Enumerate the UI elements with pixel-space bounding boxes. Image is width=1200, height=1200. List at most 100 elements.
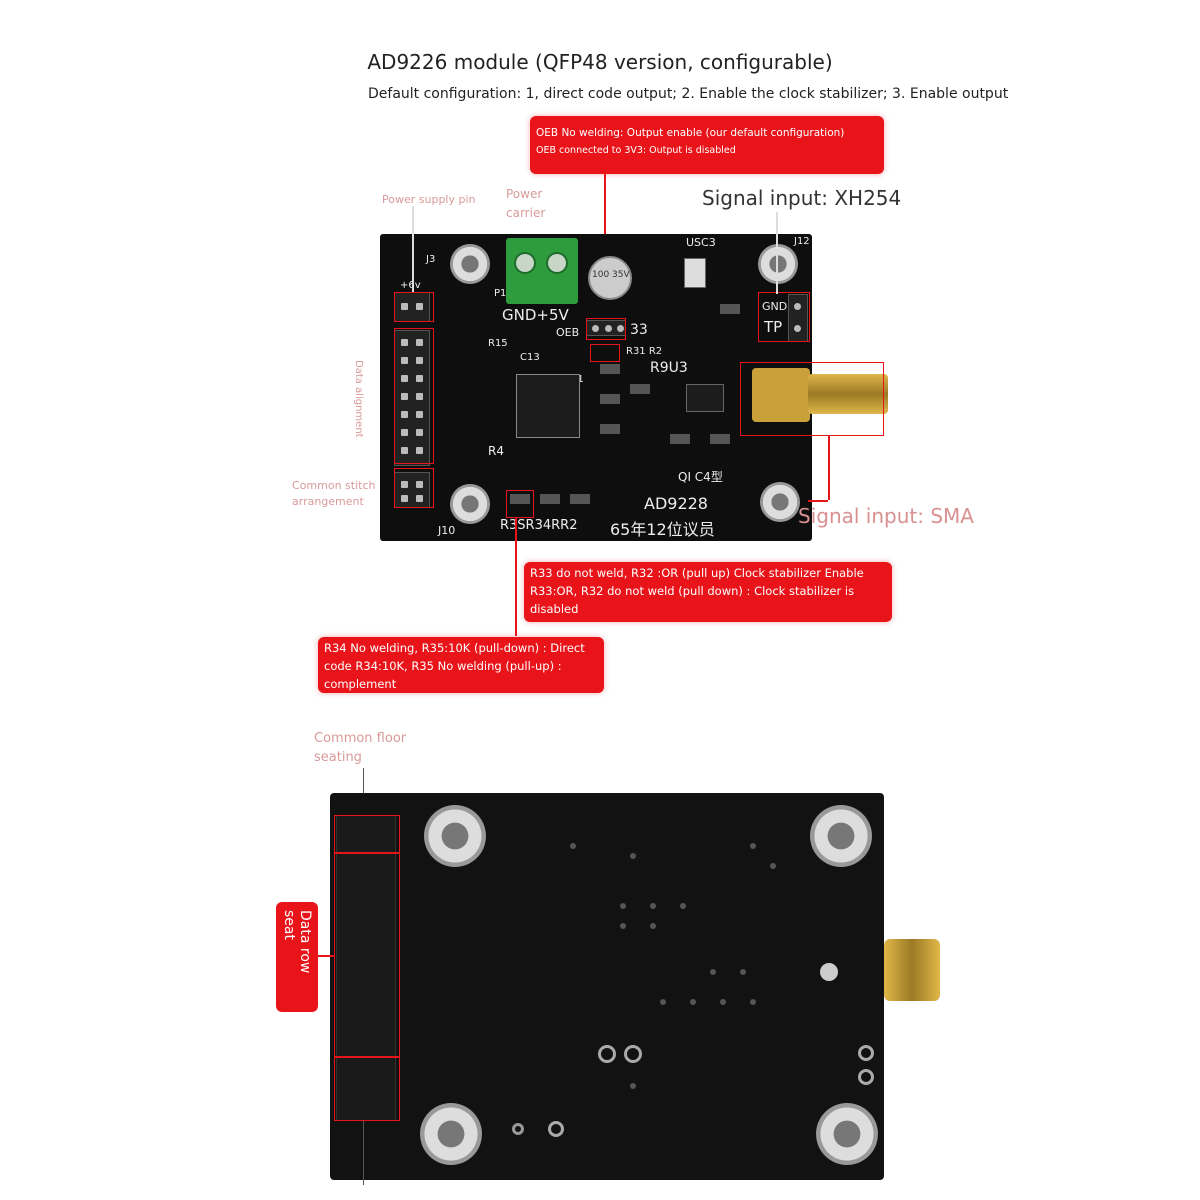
via [740, 969, 746, 975]
pad [598, 1045, 616, 1063]
sma-leader-line [828, 436, 830, 500]
smd-resistor [540, 494, 560, 504]
r15-silk: R15 [488, 338, 508, 349]
power-terminal-block [506, 238, 578, 304]
r34-line-2: code R34:10K, R35 No welding (pull-up) : [324, 659, 562, 673]
via [720, 999, 726, 1005]
pad [624, 1045, 642, 1063]
r34-line-1: R34 No welding, R35:10K (pull-down) : Di… [324, 641, 585, 655]
r33-line-2: R33:OR, R32 do not weld (pull down) : Cl… [530, 584, 855, 598]
via [750, 843, 756, 849]
data-header-highlight [394, 328, 434, 464]
mount-hole-top-right [758, 244, 798, 284]
via [660, 999, 666, 1005]
pad [858, 1069, 874, 1085]
num33-silk: 33 [630, 322, 648, 338]
r34-line-3: complement [324, 677, 397, 691]
signal-sma-label: Signal input: SMA [798, 504, 974, 528]
electrolytic-capacitor [588, 256, 632, 300]
pad [548, 1121, 564, 1137]
xh254-leader-line [776, 212, 778, 294]
r31r2-silk: R31 R2 [626, 346, 663, 357]
power-supply-pin-label: Power supply pin [382, 193, 476, 206]
r33-leader-line [515, 518, 517, 636]
pcb-bottom-view [330, 793, 940, 1180]
power-leader-line [412, 206, 414, 292]
plus6v-label: +6v [400, 280, 421, 291]
adc-chip [516, 374, 580, 438]
r34-highlight [506, 490, 534, 518]
common-floor-highlight [334, 815, 400, 853]
common-floor-label-1: Common floor [314, 731, 407, 746]
r9u3-silk: R9U3 [650, 360, 688, 376]
bottom-header-block [336, 815, 396, 1121]
smd-resistor [570, 494, 590, 504]
data-alignment-label: Data alignment [353, 360, 364, 438]
smd-resistor [710, 434, 730, 444]
power-carrier-label-1: Power [506, 187, 543, 201]
oeb-line-1: OEB No welding: Output enable (our defau… [536, 127, 845, 139]
bottom-mount-hole-bl [420, 1103, 482, 1165]
usc3-label: USC3 [686, 236, 716, 249]
page-subtitle: Default configuration: 1, direct code ou… [368, 86, 1009, 102]
smd-resistor [720, 304, 740, 314]
data-row-seat-highlight [334, 853, 400, 1057]
sma-highlight [740, 362, 884, 436]
common-floor-label-2: seating [314, 750, 362, 765]
oeb-silk: OEB [556, 326, 580, 339]
j10-silk: J10 [438, 524, 456, 537]
r3sr34rr2-silk: R3SR34RR2 [500, 518, 578, 533]
common-stitch-label-2: arrangement [292, 495, 364, 508]
via [630, 1083, 636, 1089]
data-row-leader [310, 955, 334, 957]
smd-resistor [600, 394, 620, 404]
sma-connector [752, 368, 810, 422]
r33-annotation: R33 do not weld, R32 :OR (pull up) Clock… [524, 562, 892, 622]
via [680, 903, 686, 909]
cap-label: 100 35V [592, 270, 630, 280]
common-floor-leader [363, 768, 364, 816]
via [620, 923, 626, 929]
p1-label: P1 [494, 288, 507, 299]
oeb-annotation: OEB No welding: Output enable (our defau… [530, 116, 884, 174]
r31-highlight [590, 344, 620, 362]
ad9228-silk: AD9228 [644, 494, 708, 513]
pad [820, 963, 838, 981]
bottom-gnd-highlight [334, 1057, 400, 1121]
gnd-5v-label: GND+5V [502, 306, 569, 324]
data-pin-header [394, 330, 430, 466]
smd-resistor [510, 494, 530, 504]
pad [858, 1045, 874, 1061]
sma-leader-hline [808, 500, 828, 502]
bottom-mount-hole-tr [810, 805, 872, 867]
smd-resistor [600, 364, 620, 374]
r33-line-1: R33 do not weld, R32 :OR (pull up) Clock… [530, 566, 864, 580]
via [750, 999, 756, 1005]
bottom-leader [363, 1121, 364, 1185]
bottom-mount-hole-tl [424, 805, 486, 867]
page-title: AD9226 module (QFP48 version, configurab… [367, 50, 833, 74]
via [620, 903, 626, 909]
via [630, 853, 636, 859]
via [710, 969, 716, 975]
mount-hole-top-left [450, 244, 490, 284]
r34-annotation: R34 No welding, R35:10K (pull-down) : Di… [318, 637, 604, 693]
via [770, 863, 776, 869]
j12-silk: J12 [794, 236, 810, 247]
r33-line-3: disabled [530, 602, 579, 616]
sma-barrel [808, 374, 888, 414]
pad [512, 1123, 524, 1135]
oeb-highlight [586, 318, 626, 340]
oeb-line-2: OEB connected to 3V3: Output is disabled [536, 145, 736, 156]
small-ic [686, 384, 724, 412]
ql-c4-silk: QI C4型 [678, 470, 723, 484]
common-stitch-label-1: Common stitch [292, 479, 376, 492]
smd-resistor [600, 424, 620, 434]
smd-resistor [630, 384, 650, 394]
via [690, 999, 696, 1005]
pcb-top-view: 100 35V J3 +6v GND+5V P1 USC3 OEB 33 R31… [380, 234, 888, 541]
regulator-ic [684, 258, 706, 288]
smd-resistor [670, 434, 690, 444]
bottom-sma-connector [884, 939, 940, 1001]
gnd-tp-silk: GND [762, 300, 788, 313]
